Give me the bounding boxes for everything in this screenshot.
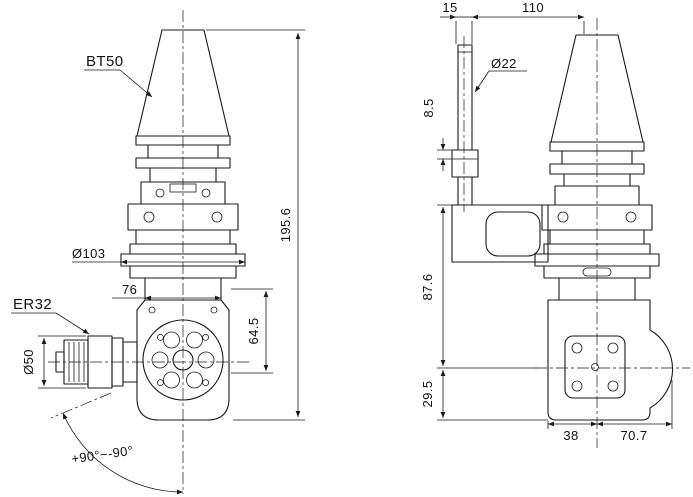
head-housing-outline: [136, 299, 230, 421]
screw-hole: [201, 188, 211, 198]
dim-flange-diameter: Ø103: [72, 246, 105, 261]
dim-collet-diameter: Ø50: [21, 349, 36, 375]
angle-head-body-side: [547, 299, 674, 421]
face-hole: [151, 351, 169, 369]
plate-center-hole: [591, 363, 599, 371]
collet-tip: [55, 351, 65, 373]
collet-label: ER32: [13, 296, 52, 313]
face-hole: [163, 331, 180, 349]
extension-lines: [437, 149, 452, 160]
dim-neck-width: 76: [122, 282, 137, 297]
dim-lower-height: 29.5: [420, 381, 435, 408]
bolt-hole: [211, 211, 223, 223]
extension-lines: [547, 380, 673, 429]
face-screw: [156, 379, 164, 387]
plate-screw: [607, 342, 619, 354]
dim-body-height: 87.6: [420, 274, 435, 301]
dim-step-height: 8.5: [421, 98, 436, 117]
arm-pocket: [485, 211, 541, 257]
face-screw: [156, 333, 164, 341]
taper-label: BT50: [86, 53, 123, 70]
side-view-dimensions: 15 110 Ø22 8.5 87.6 29.5 38 70.7: [420, 0, 673, 443]
extension-lines: [231, 288, 273, 374]
extension-lines: [437, 204, 537, 369]
face-hole: [163, 371, 180, 389]
dim-rod-diameter: Ø22: [491, 56, 517, 71]
center-bore: [172, 349, 194, 371]
bolt-hole: [143, 211, 155, 223]
dim-bottom-left-width: 38: [563, 428, 578, 443]
bolt-hole: [625, 211, 637, 223]
angle-head-body: [136, 299, 230, 421]
cover-plate: [564, 335, 626, 399]
swivel-arc: [62, 412, 184, 495]
face-hole: [197, 351, 215, 369]
screw-hole: [155, 188, 165, 198]
front-view-dimensions: BT50 195.6 Ø103 76 64.5 ER32 Ø50 +90°~-9…: [11, 29, 305, 495]
extension-lines: [206, 29, 305, 421]
taper-leader-line: [119, 69, 153, 98]
annotation-angle-range: +90°~-90°: [70, 443, 134, 467]
spindle-flange-stack-side: [534, 141, 660, 301]
side-view: [451, 18, 690, 448]
er32-collet-assembly: [55, 335, 138, 389]
plate-screw: [607, 380, 619, 392]
face-hole: [186, 331, 203, 349]
stop-arm-assembly: [451, 44, 549, 263]
slot: [582, 267, 612, 277]
stop-rod: [457, 44, 473, 151]
extension-lines: [455, 21, 585, 44]
dim-bottom-right-width: 70.7: [621, 428, 648, 443]
head-housing-outline-side: [547, 299, 674, 421]
plate-screw: [571, 380, 583, 392]
screw-hole: [210, 306, 218, 314]
dim-overall-height: 195.6: [278, 208, 293, 243]
plate-screw: [571, 342, 583, 354]
face-boss-circle: [142, 319, 224, 401]
spindle-flange-stack: [120, 135, 246, 301]
face-screw: [202, 379, 210, 387]
screw-hole: [148, 306, 156, 314]
dim-head-height: 64.5: [246, 318, 261, 345]
front-view: [48, 10, 252, 494]
stop-rod-lower: [457, 176, 473, 206]
nut-grooves: [68, 342, 85, 382]
swivel-centerline: [50, 392, 112, 419]
rod-leader-line: [474, 70, 490, 93]
bolt-hole: [557, 211, 569, 223]
dim-top-span: 110: [522, 0, 544, 15]
extension-lines: [38, 335, 86, 389]
dim-top-offset: 15: [442, 0, 457, 15]
rod-clamp-block: [451, 149, 479, 178]
collet-leader-line: [55, 312, 90, 335]
face-hole: [186, 371, 203, 389]
face-screw: [202, 333, 210, 341]
drive-key: [169, 183, 197, 193]
stop-arm: [451, 204, 549, 263]
